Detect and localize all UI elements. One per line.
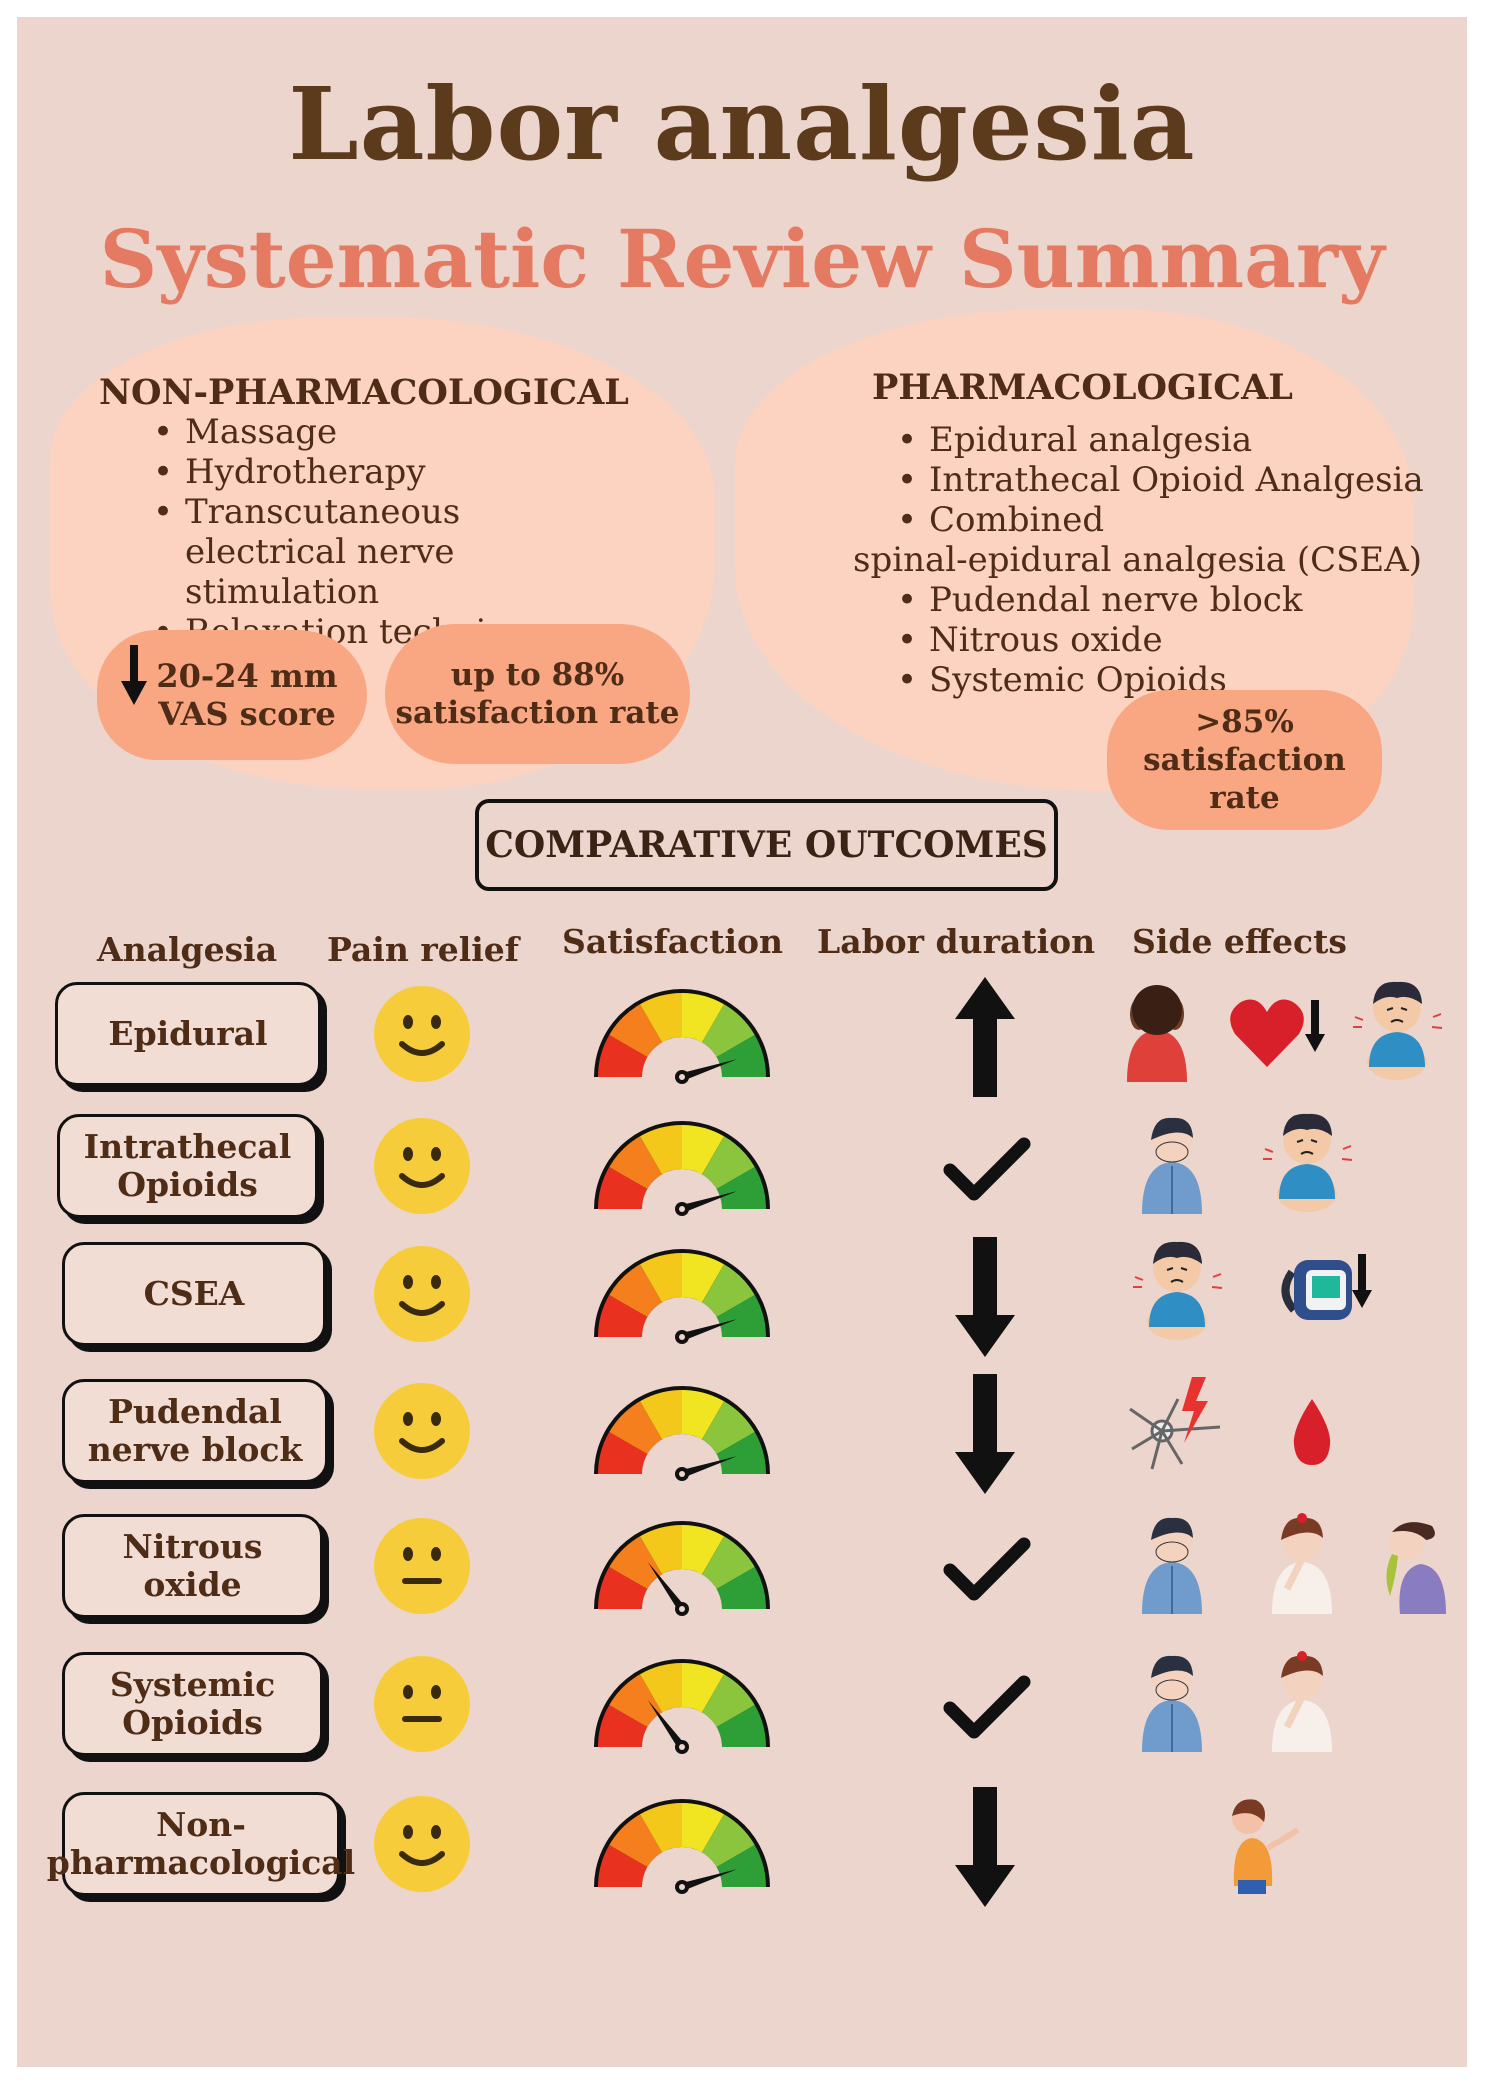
analgesia-label: CSEA	[62, 1242, 326, 1346]
satisfaction-gauge	[594, 1659, 770, 1754]
itching-child-icon	[1353, 981, 1443, 1080]
analgesia-label-line: CSEA	[143, 1274, 245, 1313]
smiling-face-icon	[374, 1246, 470, 1342]
satisfaction-gauge	[594, 1799, 770, 1894]
column-header-side-effects: Side effects	[1132, 922, 1347, 961]
satisfaction-gauge	[594, 1249, 770, 1344]
nausea-person-icon	[1142, 1117, 1202, 1214]
analgesia-label-line: Pudendal	[108, 1392, 282, 1431]
check-icon	[943, 1137, 1031, 1201]
up-arrow-icon	[955, 977, 1015, 1097]
list-item: Hydrotherapy	[147, 452, 617, 492]
analgesia-label-line: Intrathecal	[83, 1127, 292, 1166]
satisfaction-value: >85%	[1195, 704, 1294, 740]
pharmacological-satisfaction-badge: >85%satisfaction rate	[1107, 690, 1382, 830]
infographic-page: Labor analgesia Systematic Review Summar…	[17, 17, 1467, 2067]
satisfaction-gauge	[594, 1386, 770, 1481]
neutral-face-icon	[374, 1656, 470, 1752]
list-item: Intrathecal Opioid Analgesia	[891, 460, 1431, 500]
itching-child-icon	[1263, 1113, 1353, 1212]
nausea-person-icon	[1142, 1655, 1202, 1752]
list-item: Pudendal nerve block	[891, 580, 1431, 620]
non-pharmacological-heading: NON-PHARMACOLOGICAL	[99, 372, 629, 413]
analgesia-label-line: pharmacological	[46, 1843, 356, 1882]
satisfaction-gauge	[594, 1121, 770, 1216]
neutral-face-icon	[374, 1518, 470, 1614]
list-item: Combined	[891, 500, 1431, 540]
satisfaction-label: satisfaction rate	[1143, 742, 1346, 816]
smiling-face-icon	[374, 1796, 470, 1892]
list-item: spinal-epidural analgesia (CSEA)	[853, 540, 1423, 580]
column-header-satisfaction: Satisfaction	[562, 922, 784, 961]
smiling-face-icon	[374, 1383, 470, 1479]
nausea-person-icon	[1142, 1517, 1202, 1614]
page-subtitle: Systematic Review Summary	[99, 212, 1385, 306]
analgesia-label: Epidural	[55, 982, 321, 1086]
nerve-injury-icon	[1129, 1377, 1221, 1470]
vas-label: VAS score	[158, 695, 336, 733]
dizzy-woman-icon	[1272, 1513, 1332, 1614]
blood-pressure-down-icon	[1281, 1254, 1372, 1320]
non-pharmacological-list: Massage Hydrotherapy Transcutaneous elec…	[147, 412, 617, 652]
page-title: Labor analgesia	[288, 65, 1196, 183]
analgesia-label: Non-pharmacological	[47, 1792, 355, 1896]
itching-child-icon	[1133, 1241, 1223, 1340]
smiling-face-icon	[374, 986, 470, 1082]
analgesia-label-line: Epidural	[108, 1014, 268, 1053]
analgesia-label-line: oxide	[143, 1565, 242, 1604]
satisfaction-gauge	[594, 1521, 770, 1616]
down-arrow-icon	[955, 1237, 1015, 1357]
dizzy-woman-icon	[1272, 1651, 1332, 1752]
check-icon	[943, 1675, 1031, 1739]
analgesia-label-line: Nitrous	[122, 1527, 263, 1566]
fatigue-woman-icon	[1232, 1799, 1300, 1894]
blood-drop-icon	[1293, 1399, 1331, 1465]
analgesia-label-line: nerve block	[87, 1430, 303, 1469]
satisfaction-gauge	[594, 989, 770, 1084]
pharmacological-list: Epidural analgesia Intrathecal Opioid An…	[853, 420, 1431, 700]
list-item: Nitrous oxide	[891, 620, 1431, 660]
analgesia-label-line: Opioids	[117, 1165, 258, 1204]
headache-person-icon	[1127, 985, 1187, 1082]
column-header-labor-duration: Labor duration	[817, 922, 1096, 961]
list-item: Massage	[147, 412, 617, 452]
vas-value: 20-24 mm	[156, 657, 338, 695]
analgesia-label-line: Opioids	[122, 1703, 263, 1742]
comparative-outcomes-heading: COMPARATIVE OUTCOMES	[475, 799, 1058, 891]
non-pharmacological-satisfaction-badge: up to 88%satisfaction rate	[385, 624, 690, 764]
analgesia-label-line: Systemic	[109, 1665, 276, 1704]
pharmacological-heading: PHARMACOLOGICAL	[872, 367, 1293, 408]
check-icon	[943, 1537, 1031, 1601]
list-item: Epidural analgesia	[891, 420, 1431, 460]
list-item: Transcutaneous electrical nerve stimulat…	[147, 492, 617, 612]
down-arrow-icon	[955, 1787, 1015, 1907]
column-header-analgesia: Analgesia	[97, 930, 278, 969]
smiling-face-icon	[374, 1118, 470, 1214]
analgesia-label-line: Non-	[156, 1805, 246, 1844]
down-arrow-icon	[955, 1374, 1015, 1494]
satisfaction-label: satisfaction rate	[395, 695, 680, 731]
heart-rate-down-icon	[1230, 999, 1325, 1067]
down-arrow-icon	[121, 645, 147, 705]
satisfaction-value: up to 88%	[450, 657, 625, 693]
vomiting-woman-icon	[1386, 1522, 1446, 1614]
column-header-pain-relief: Pain relief	[327, 930, 519, 969]
